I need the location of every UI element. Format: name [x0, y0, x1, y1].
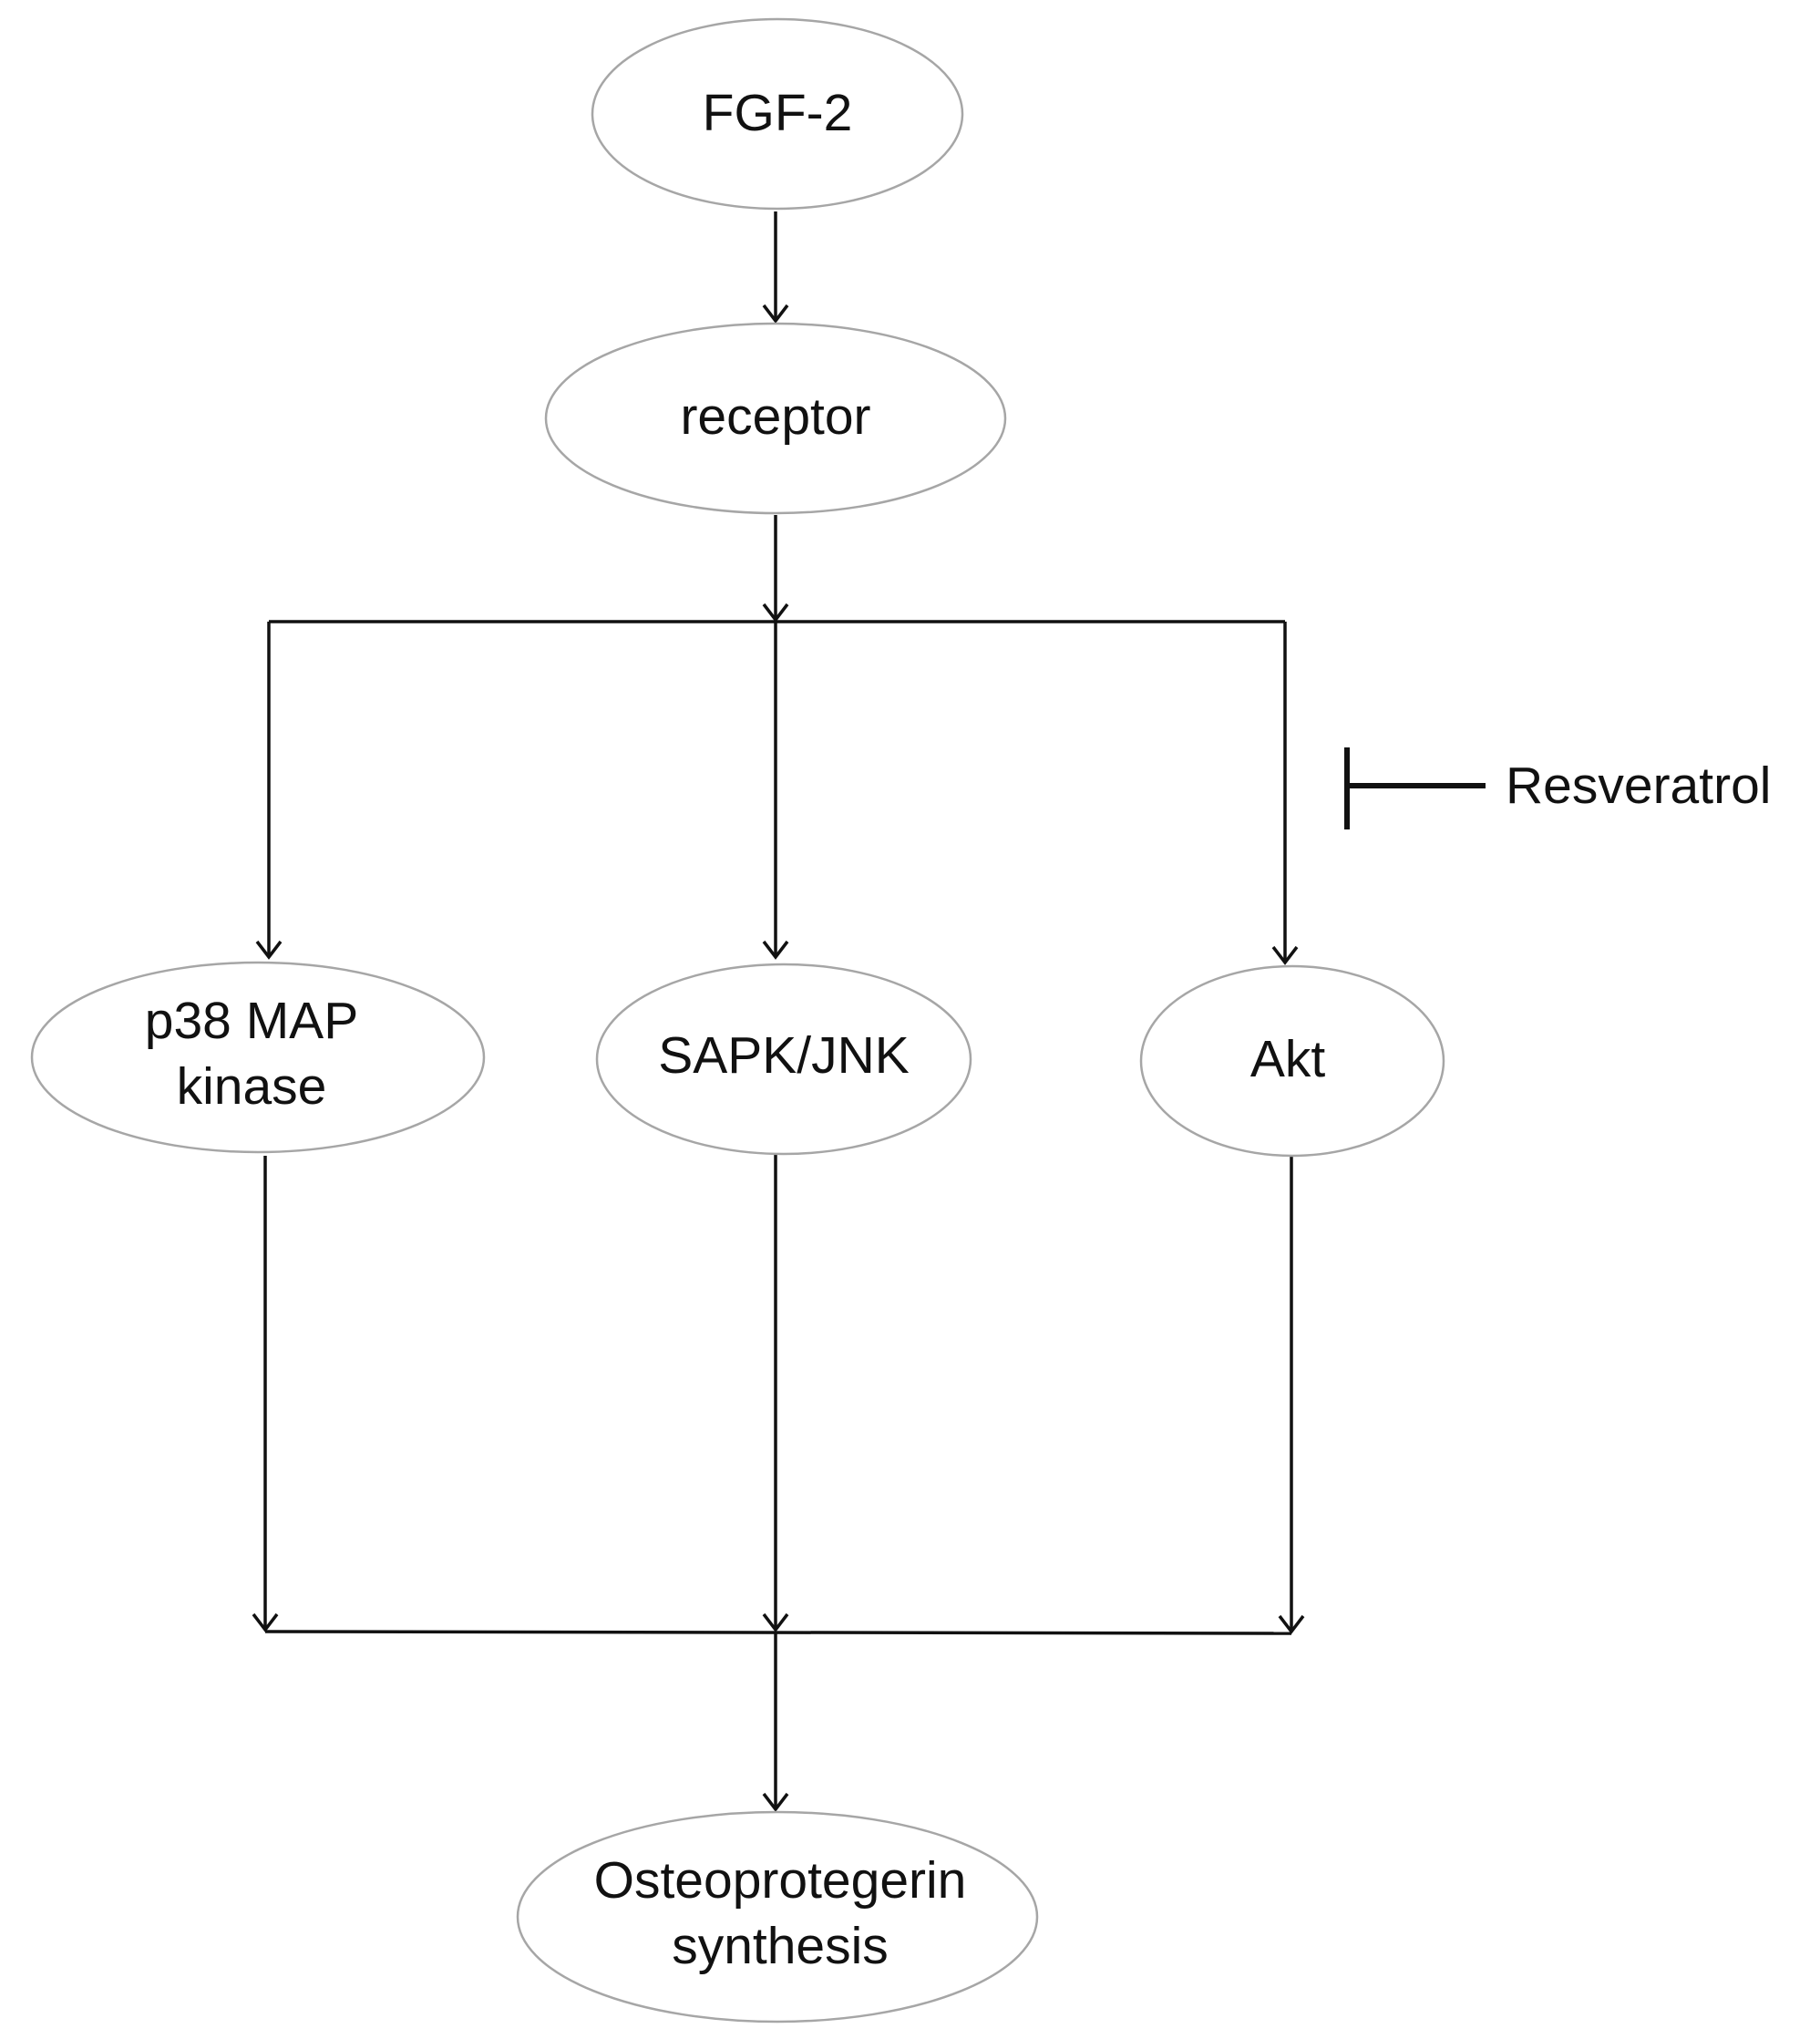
node-receptor-label: receptor [680, 387, 870, 446]
node-receptor: receptor [544, 322, 1007, 515]
akt-label-line-1: Akt [1250, 1030, 1326, 1088]
node-osteoprotegerin-synthesis: Osteoprotegerin synthesis [516, 1810, 1039, 2024]
opg-label-line-1: Osteoprotegerin [594, 1851, 967, 1910]
inhibition-symbol-resveratrol [1344, 747, 1486, 829]
edge-sapk-to-merge [762, 1153, 789, 1632]
edge-branch-to-sapk [762, 622, 789, 960]
sapk-label-line-1: SAPK/JNK [658, 1026, 910, 1085]
node-sapk-label: SAPK/JNK [658, 1026, 910, 1085]
edge-receptor-to-branch [762, 515, 789, 623]
node-p38-map-kinase: p38 MAP kinase [30, 961, 486, 1154]
node-akt-label: Akt [1250, 1030, 1326, 1088]
receptor-label-line-1: receptor [680, 387, 870, 446]
fgf2-label-line-1: FGF-2 [703, 84, 853, 142]
edge-merge-to-opg [762, 1632, 789, 1812]
edge-p38-to-merge [252, 1156, 279, 1632]
p38-label-line-2: kinase [177, 1057, 327, 1116]
node-fgf2-label: FGF-2 [703, 84, 853, 142]
opg-label-line-2: synthesis [672, 1917, 889, 1975]
node-fgf2: FGF-2 [591, 17, 964, 211]
node-akt: Akt [1139, 964, 1445, 1158]
node-opg-label: Osteoprotegerin synthesis [594, 1851, 967, 1975]
edge-akt-to-merge [1278, 1156, 1305, 1634]
edge-fgf2-to-receptor [762, 211, 789, 324]
edge-branch-to-akt [1271, 622, 1299, 965]
node-p38-label: p38 MAP kinase [145, 992, 358, 1116]
node-sapk-jnk: SAPK/JNK [595, 963, 972, 1156]
inhibitor-label-resveratrol: Resveratrol [1506, 757, 1771, 815]
merge-bar-bottom [264, 1630, 1292, 1635]
p38-label-line-1: p38 MAP [145, 992, 358, 1050]
edge-branch-to-p38 [255, 622, 283, 960]
